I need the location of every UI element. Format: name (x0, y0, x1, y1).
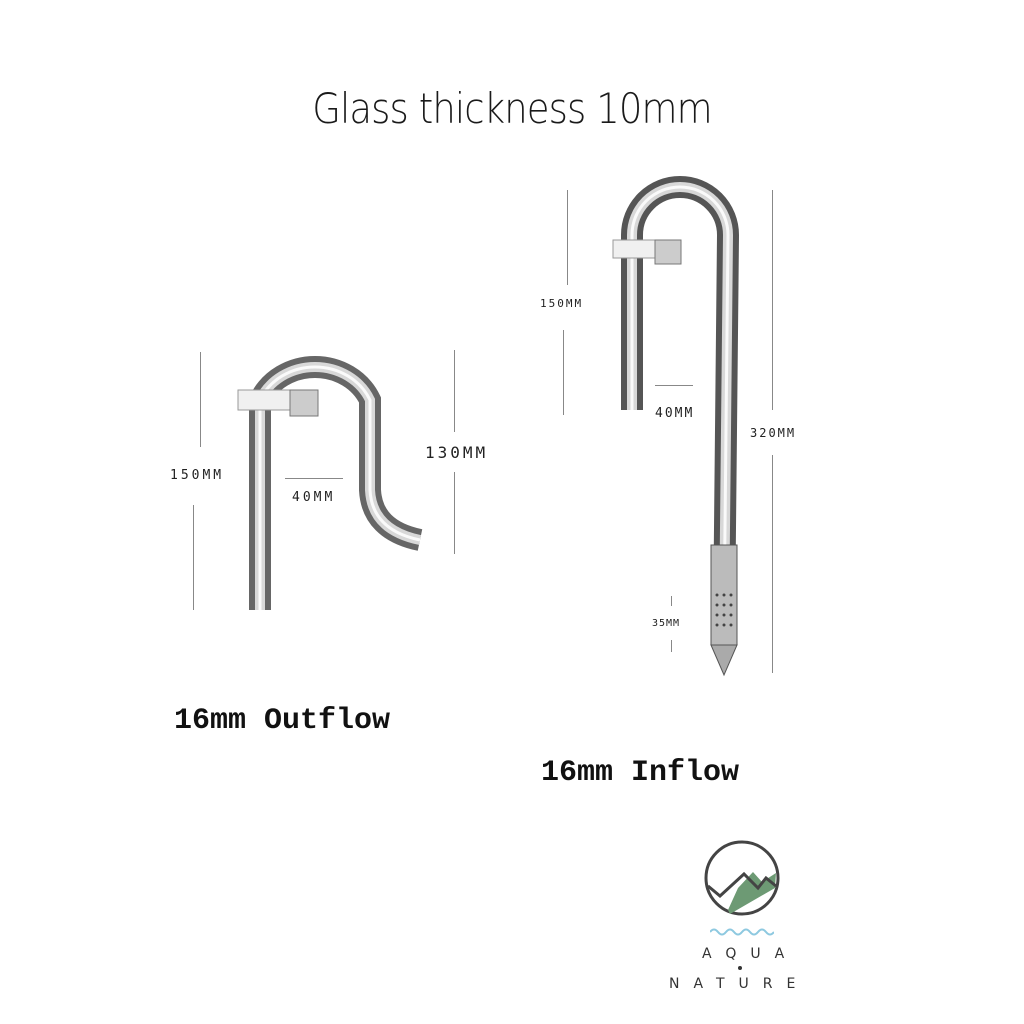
dimension-arrow (655, 385, 693, 386)
dimension-arrow (671, 596, 672, 606)
logo-dot (738, 966, 742, 970)
dimension-arrow (567, 190, 568, 285)
dimension-arrow (563, 330, 564, 415)
inflow-strainer: 35MM (652, 618, 681, 629)
logo-wave-icon (710, 928, 774, 936)
page-title: Glass thickness 10mm (312, 84, 712, 133)
inflow-pipe-illustration (612, 176, 740, 677)
inflow-gap: 40MM (655, 406, 695, 421)
logo-mountain-icon (704, 840, 780, 916)
outflow-pipe-illustration (237, 355, 423, 610)
dimension-arrow (285, 478, 343, 479)
inflow-height-short: 150MM (540, 297, 584, 310)
dimension-arrow (772, 455, 773, 673)
dimension-arrow (454, 350, 455, 432)
outflow-height-left: 150MM (170, 468, 225, 483)
outflow-height-right: 130MM (425, 443, 489, 462)
dimension-arrow (193, 505, 194, 610)
dimension-arrow (200, 352, 201, 447)
inflow-height-total: 320MM (750, 426, 797, 440)
outflow-label: 16mm Outflow (174, 704, 391, 738)
outflow-gap: 40MM (292, 490, 336, 505)
dimension-arrow (772, 190, 773, 410)
logo-text-nature: NATURE (669, 976, 810, 992)
logo-text-aqua: AQUA (702, 946, 799, 962)
inflow-label: 16mm Inflow (541, 756, 740, 790)
dimension-arrow (454, 472, 455, 554)
dimension-arrow (671, 640, 672, 652)
